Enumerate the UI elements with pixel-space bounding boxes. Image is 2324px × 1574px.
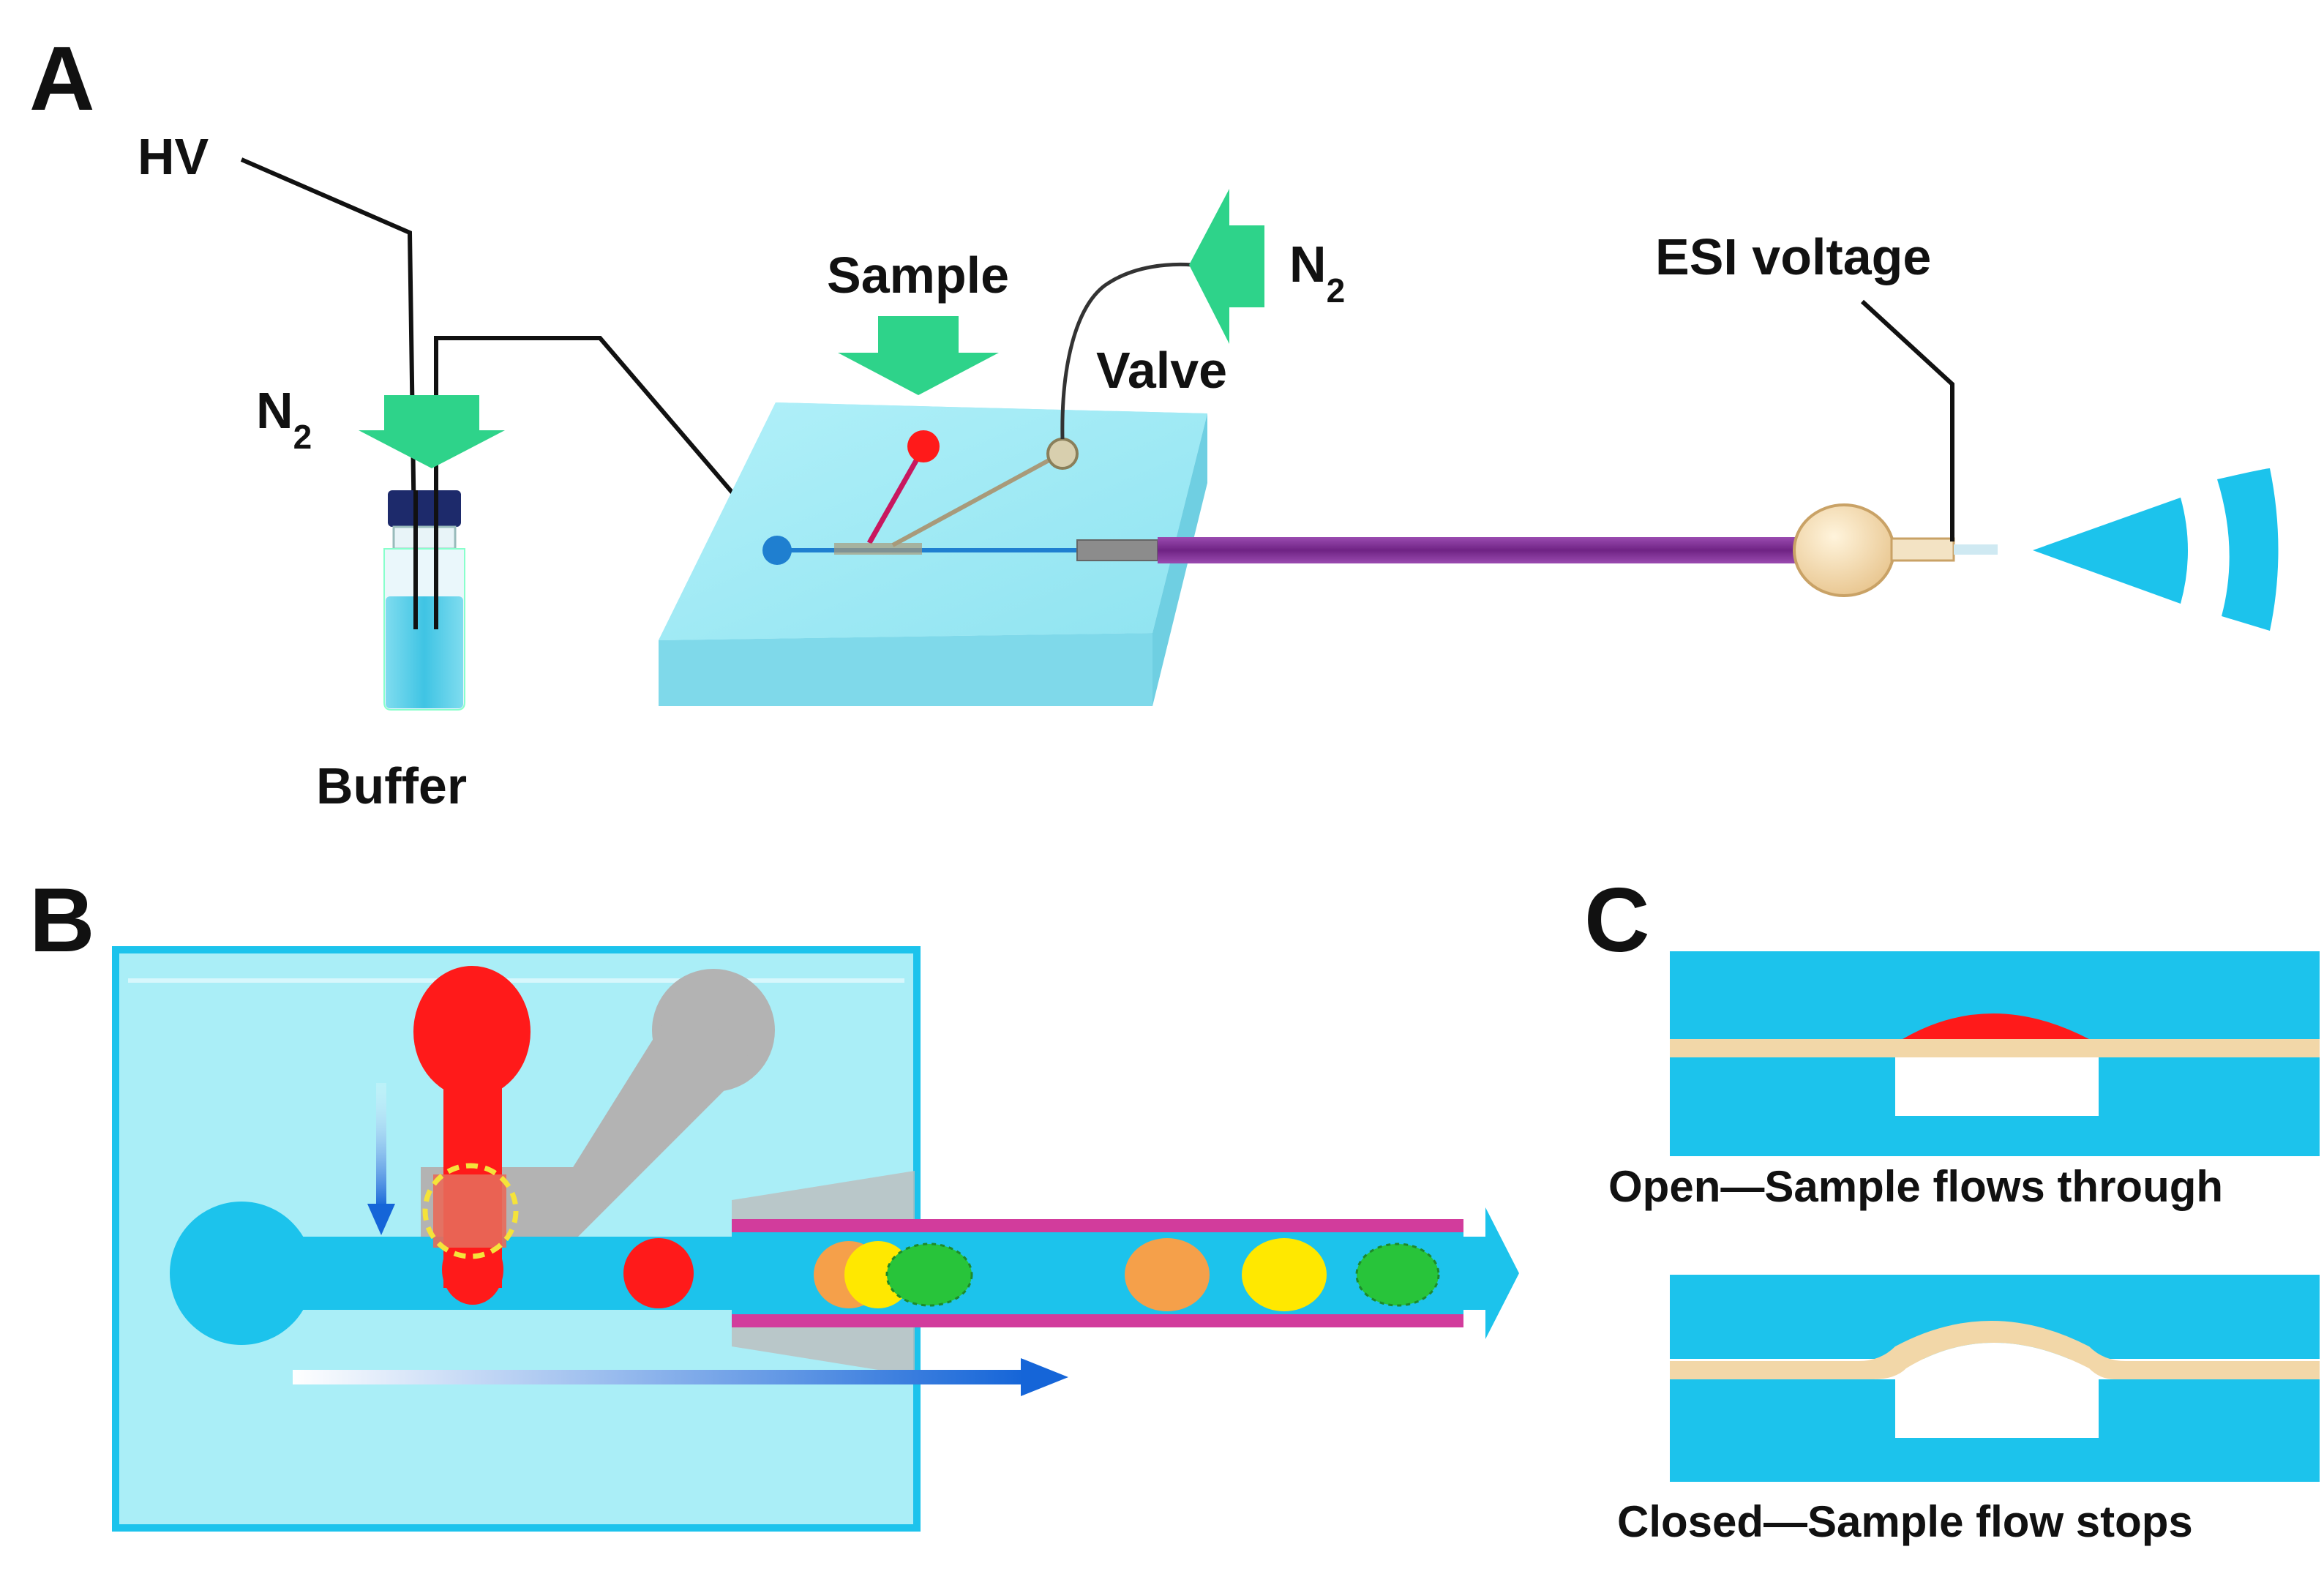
- panel-b-letter: B: [29, 870, 95, 971]
- buffer-flow-arrow-head: [1021, 1358, 1068, 1396]
- valve-port: [1046, 438, 1079, 470]
- panel-c: C Open—Sample flows through Closed—Sampl…: [1584, 870, 2320, 1546]
- sample-flow-arrow-head: [367, 1204, 395, 1235]
- buffer-flow-arrow-shaft: [293, 1370, 1024, 1384]
- panel-c-letter: C: [1584, 870, 1650, 971]
- valve-open-diagram: [1670, 951, 2320, 1156]
- panel-b: B: [29, 870, 1519, 1532]
- valve-closed-diagram: [1670, 1275, 2320, 1482]
- esi-emitter: [1890, 537, 1955, 562]
- open-membrane: [1670, 1039, 2320, 1057]
- droplet-orange-2: [1125, 1238, 1210, 1311]
- capillary-junction: [1076, 539, 1158, 561]
- n2-right-label: N2: [1289, 236, 1345, 310]
- sample-plug: [623, 1238, 694, 1308]
- closed-caption: Closed—Sample flow stops: [1617, 1497, 2193, 1546]
- panel-a: A HV N2 Buffer: [29, 29, 2279, 814]
- esi-bulb: [1793, 503, 1895, 597]
- droplet-green-1: [885, 1243, 973, 1307]
- esi-voltage-label: ESI voltage: [1655, 228, 1931, 285]
- panel-a-letter: A: [29, 29, 95, 130]
- spray-cone: [2033, 498, 2188, 604]
- capillary-exit-arrow: [1463, 1207, 1519, 1339]
- closed-control-chamber: [1895, 1343, 2099, 1438]
- open-control-chamber: [1895, 1057, 2099, 1116]
- closed-membrane: [1670, 1321, 2320, 1379]
- buffer-inlet-port: [762, 536, 792, 565]
- chip-sample-channel: [866, 446, 926, 544]
- hv-label: HV: [138, 128, 209, 185]
- valve-label: Valve: [1096, 342, 1227, 399]
- spray-arc: [2217, 468, 2279, 631]
- valve-gas-line: [1060, 262, 1193, 440]
- droplet-green-2: [1355, 1243, 1440, 1307]
- esi-voltage-wire: [1860, 299, 1954, 541]
- esi-tip: [1954, 544, 1998, 555]
- sample-flow-arrow-shaft: [376, 1083, 386, 1207]
- sample-label: Sample: [827, 247, 1009, 304]
- buffer-label: Buffer: [316, 757, 467, 814]
- sample-reservoir: [907, 430, 940, 462]
- droplet-yellow-2: [1242, 1238, 1327, 1311]
- valve-intersection: [433, 1174, 506, 1248]
- chip-valve-channel: [891, 451, 1062, 547]
- buffer-vial: [383, 490, 465, 711]
- open-sample-bulge: [1903, 1013, 2089, 1039]
- open-caption: Open—Sample flows through: [1608, 1162, 2223, 1211]
- n2-arrow-left: [359, 395, 505, 468]
- n2-arrow-right: [1189, 189, 1264, 344]
- chip-valve-region: [834, 543, 922, 555]
- sample-arrow: [838, 316, 999, 395]
- droplets: [814, 1238, 1440, 1311]
- n2-left-label: N2: [256, 382, 312, 456]
- buffer-to-chip-line: [434, 336, 776, 629]
- capillary: [1158, 537, 1802, 563]
- valve-highlight-circle: [422, 1163, 519, 1259]
